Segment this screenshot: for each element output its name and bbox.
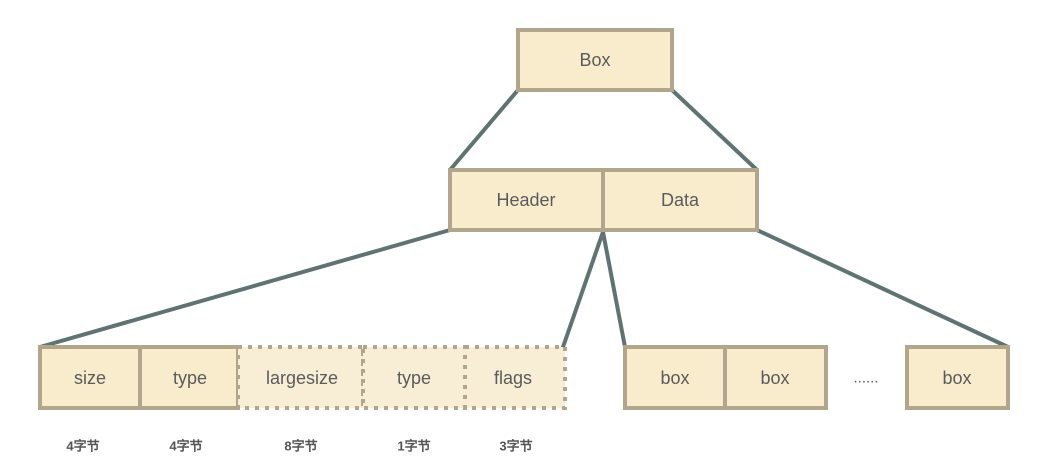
field-label: largesize [266, 368, 338, 388]
root-box-node: Box [516, 28, 674, 92]
connector-header-right [561, 230, 605, 349]
field-size-caption: 4字节 [66, 439, 99, 454]
child-box-label: box [660, 368, 689, 388]
field-label: type [397, 368, 431, 388]
header-node: Header [448, 168, 605, 232]
header-field-size: size 4字节 [38, 345, 142, 454]
child-box-label: box [942, 368, 971, 388]
field-size-caption: 3字节 [499, 439, 532, 454]
connectors [38, 88, 1010, 349]
connector-data-left [601, 230, 627, 349]
connector-box-header [448, 88, 520, 172]
data-label: Data [661, 190, 700, 210]
field-label: flags [494, 368, 532, 388]
header-field-version-type: type 1字节 [361, 345, 467, 454]
child-box-2: box [723, 345, 828, 410]
field-size-caption: 4字节 [169, 439, 202, 454]
root-label: Box [579, 50, 610, 70]
ellipsis: ...... [853, 370, 878, 387]
connector-header-left [38, 228, 452, 349]
child-box-n: box [905, 345, 1010, 410]
field-label: size [74, 368, 106, 388]
connector-data-right [755, 228, 1010, 349]
child-box-1: box [623, 345, 727, 410]
field-label: type [173, 368, 207, 388]
header-field-flags: flags 3字节 [463, 345, 567, 454]
field-size-caption: 1字节 [397, 439, 430, 454]
child-box-label: box [760, 368, 789, 388]
header-field-type: type 4字节 [138, 345, 240, 454]
data-node: Data [601, 168, 759, 232]
header-field-largesize: largesize 8字节 [236, 345, 365, 454]
field-size-caption: 8字节 [284, 439, 317, 454]
connector-box-data [670, 88, 759, 172]
header-label: Header [496, 190, 555, 210]
